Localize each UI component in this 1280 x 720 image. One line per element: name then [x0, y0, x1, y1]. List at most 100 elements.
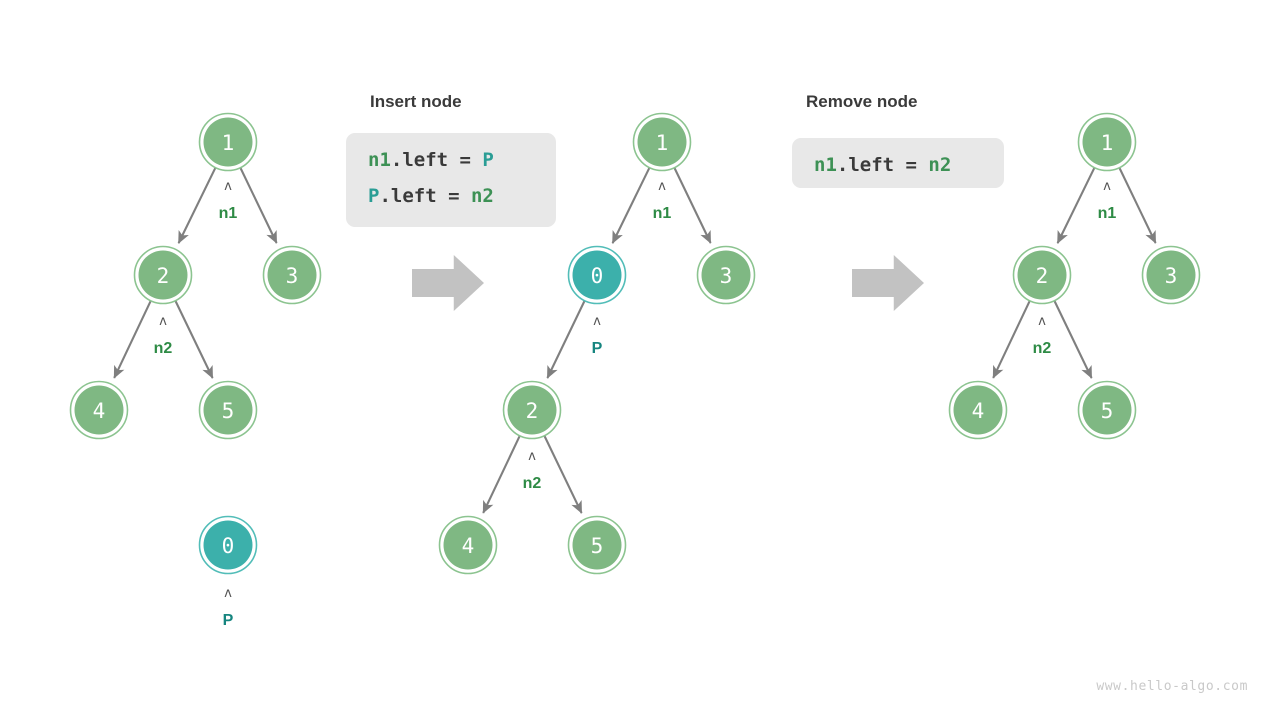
node-outer-ring	[1012, 245, 1072, 305]
node-outer-ring	[567, 245, 627, 305]
tree-node-insert-1: 1	[632, 112, 692, 172]
node-value-label: 5	[222, 399, 235, 423]
pointer-label: n1	[219, 205, 238, 222]
tree-node-remove-1: 1	[1077, 112, 1137, 172]
node-value-label: 0	[222, 534, 235, 558]
node-value-label: 4	[462, 534, 475, 558]
remove-code-line-1: n1.left = n2	[814, 154, 951, 176]
pointer-insert-n1: ʌn1	[653, 179, 672, 222]
node-circle	[572, 250, 622, 300]
node-outer-ring	[69, 380, 129, 440]
tree-node-remove-2: 2	[1012, 245, 1072, 305]
transition-arrow-1	[412, 255, 484, 311]
node-circle	[1146, 250, 1196, 300]
node-circle	[953, 385, 1003, 435]
node-value-label: 3	[1165, 264, 1178, 288]
node-value-label: 1	[222, 131, 235, 155]
pointer-caret-icon: ʌ	[593, 314, 601, 329]
tree-node-before-2: 2	[133, 245, 193, 305]
transition-arrows-layer	[412, 255, 924, 311]
remove-code-token-1-1: n1	[814, 154, 837, 176]
tree-node-insert-5: 5	[567, 515, 627, 575]
insert-code-token-1-1: n1	[368, 149, 391, 171]
edge-insert-node-1-to-node-3	[673, 167, 712, 244]
node-circle	[1082, 117, 1132, 167]
tree-node-insert-4: 4	[438, 515, 498, 575]
pointer-before-n1: ʌ n1	[219, 179, 238, 222]
remove-title: Remove node	[806, 92, 917, 111]
node-value-label: 2	[1036, 264, 1049, 288]
pointer-before-n2: ʌn2	[154, 314, 173, 357]
pointer-label: n2	[523, 475, 542, 492]
insert-code-token-2-1: P	[368, 185, 379, 207]
node-value-label: 4	[93, 399, 106, 423]
pointer-remove-n2: ʌ n2	[1033, 314, 1052, 357]
tree-node-insert-2: 2	[502, 380, 562, 440]
node-outer-ring	[198, 112, 258, 172]
node-circle	[443, 520, 493, 570]
edge-insert-node-2-to-node-4	[482, 435, 521, 514]
insert-code-token-1-2: .left =	[391, 149, 483, 171]
pointer-insert-n2: ʌ n2	[523, 449, 542, 492]
insert-code-token-2-3: n2	[471, 185, 494, 207]
node-circle	[267, 250, 317, 300]
edge-insert-node-2-to-node-5	[543, 435, 583, 514]
watermark-text: www.hello-algo.com	[1096, 679, 1248, 694]
node-outer-ring	[502, 380, 562, 440]
node-circle	[203, 117, 253, 167]
pointer-caret-icon: ʌ	[159, 314, 167, 329]
pointer-label: n1	[1098, 205, 1117, 222]
tree-node-remove-4: 4	[948, 380, 1008, 440]
insert-title: Insert node	[370, 92, 462, 111]
edges-layer	[113, 167, 1157, 514]
tree-node-insert-3: 3	[696, 245, 756, 305]
pointer-caret-icon: ʌ	[1038, 314, 1046, 329]
node-outer-ring	[567, 515, 627, 575]
node-outer-ring	[438, 515, 498, 575]
node-outer-ring	[632, 112, 692, 172]
watermark-layer: www.hello-algo.com	[1096, 679, 1248, 694]
pointer-before-P: ʌP	[223, 586, 234, 629]
node-outer-ring	[133, 245, 193, 305]
node-circle	[203, 385, 253, 435]
node-value-label: 5	[591, 534, 604, 558]
pointer-caret-icon: ʌ	[224, 179, 232, 194]
insert-code-box	[346, 133, 556, 227]
node-value-label: 1	[1101, 131, 1114, 155]
node-outer-ring	[696, 245, 756, 305]
pointer-label: n2	[1033, 340, 1052, 357]
node-value-label: 4	[972, 399, 985, 423]
pointer-caret-icon: ʌ	[528, 449, 536, 464]
pointer-label: P	[223, 612, 234, 629]
pointer-label: P	[592, 340, 603, 357]
tree-node-before-1: 1	[198, 112, 258, 172]
node-value-label: 2	[526, 399, 539, 423]
pointer-caret-icon: ʌ	[224, 586, 232, 601]
edge-remove-node-1-to-node-2	[1056, 167, 1096, 244]
edge-remove-node-2-to-node-4	[992, 300, 1031, 379]
node-circle	[203, 520, 253, 570]
edge-remove-node-1-to-node-3	[1118, 167, 1157, 244]
remove-code-box	[792, 138, 1004, 188]
node-circle	[507, 385, 557, 435]
edge-before-node-2-to-node-4	[113, 300, 152, 379]
remove-code-token-1-2: .left =	[837, 154, 929, 176]
insert-code-line-1: n1.left = P	[368, 149, 494, 171]
pointer-insert-P: ʌP	[592, 314, 603, 357]
tree-node-remove-5: 5	[1077, 380, 1137, 440]
remove-code-token-1-3: n2	[928, 154, 951, 176]
insert-code-line-2: P.left = n2	[368, 185, 494, 207]
node-value-label: 0	[591, 264, 604, 288]
node-outer-ring	[262, 245, 322, 305]
node-outer-ring	[948, 380, 1008, 440]
tree-node-before-3: 3	[262, 245, 322, 305]
insert-code-token-2-2: .left =	[379, 185, 471, 207]
node-outer-ring	[198, 380, 258, 440]
edge-before-node-1-to-node-3	[239, 167, 278, 244]
node-value-label: 2	[157, 264, 170, 288]
node-outer-ring	[1077, 112, 1137, 172]
